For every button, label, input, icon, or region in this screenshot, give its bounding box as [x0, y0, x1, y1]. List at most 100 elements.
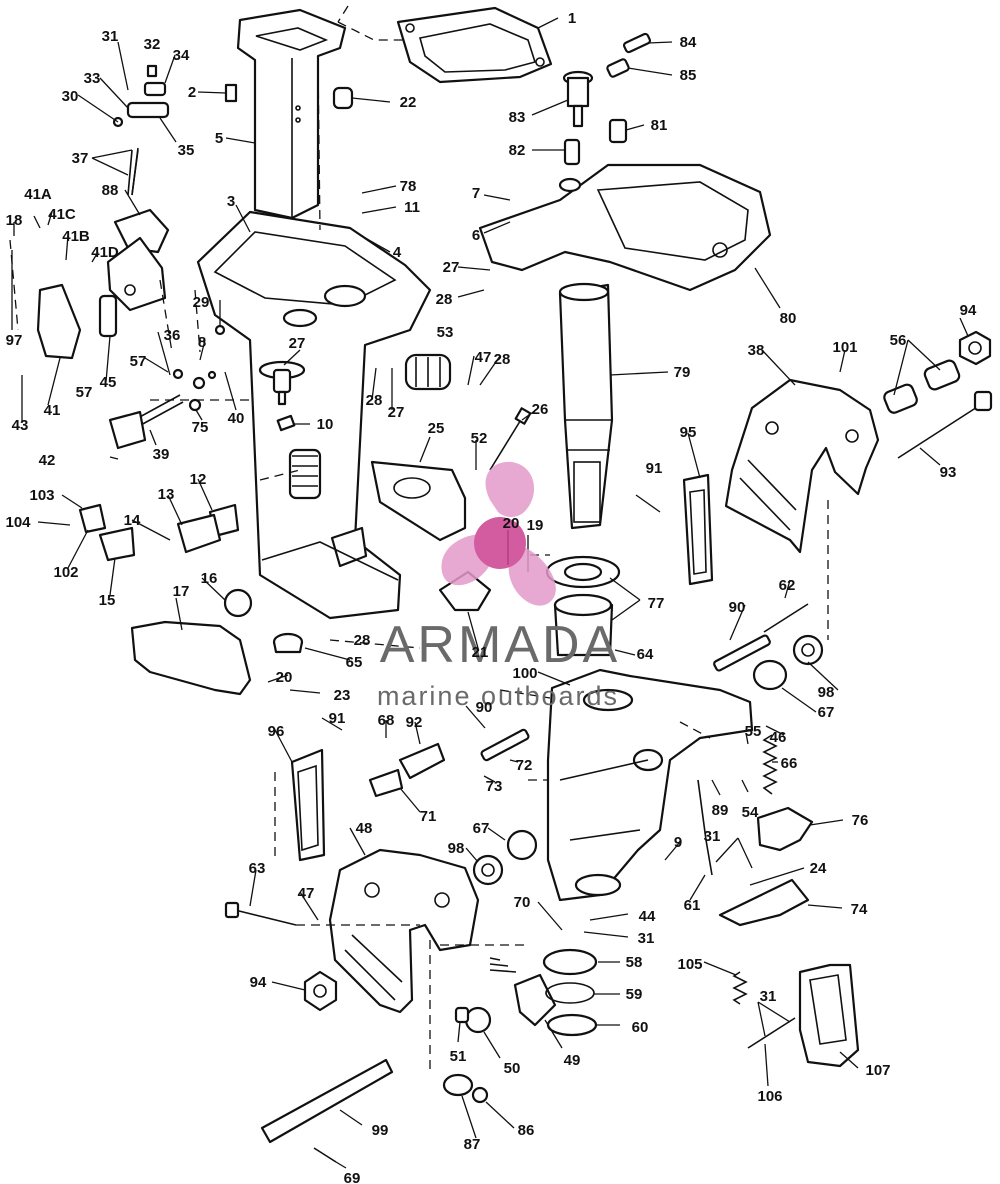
callout-label: 68 [378, 712, 395, 729]
callout-label: 56 [890, 332, 907, 349]
part-stern-bracket-right [724, 378, 880, 554]
callout-label: 33 [84, 70, 101, 87]
part-gasket [396, 6, 553, 84]
callout-label: 41B [62, 228, 90, 245]
callout-label: 103 [29, 487, 54, 504]
callout-label: 77 [648, 595, 665, 612]
part-link-76 [756, 806, 814, 852]
part-plates-12-13 [176, 503, 240, 554]
callout-label: 65 [346, 654, 363, 671]
callout-label: 84 [680, 34, 697, 51]
part-column [558, 282, 614, 530]
callout-label: 59 [626, 986, 643, 1003]
part-exhaust-tube [236, 8, 347, 220]
callout-label: 82 [509, 142, 526, 159]
callout-label: 71 [420, 808, 437, 825]
part-bar-99 [260, 1058, 394, 1144]
callout-label: 104 [5, 514, 31, 531]
callout-label: 6 [472, 227, 480, 244]
part-main-housing [196, 210, 432, 620]
callout-label: 19 [527, 517, 544, 534]
part-plug-65 [272, 632, 304, 654]
callout-label: 60 [632, 1019, 649, 1036]
part-lever-88 [113, 208, 170, 254]
callout-label: 47 [298, 885, 315, 902]
callout-label: 94 [250, 974, 267, 991]
part-swivel-bracket-lower [546, 668, 754, 902]
callout-label: 74 [851, 901, 868, 918]
callout-label: 50 [504, 1060, 521, 1077]
callout-label: 63 [249, 860, 266, 877]
part-pins [480, 603, 809, 762]
callout-label: 94 [960, 302, 977, 319]
callout-label: 69 [344, 1170, 361, 1184]
part-pin-106 [747, 1017, 796, 1049]
callout-label: 28 [366, 392, 383, 409]
callout-label: 4 [393, 244, 402, 261]
part-brackets-103-15 [78, 503, 136, 562]
part-small-hardware [112, 64, 170, 196]
callout-label: 106 [757, 1088, 782, 1105]
callout-label: 30 [62, 88, 79, 105]
callout-label: 52 [471, 430, 488, 447]
callout-label: 23 [334, 687, 351, 704]
callout-label: 17 [173, 583, 190, 600]
callout-label: 96 [268, 723, 285, 740]
callout-label: 72 [516, 757, 533, 774]
callout-label: 1 [568, 10, 576, 27]
assembly-lines [9, 5, 829, 1070]
callout-label: 100 [512, 665, 537, 682]
callout-label: 85 [680, 67, 697, 84]
callout-label: 102 [53, 564, 78, 581]
callout-label: 89 [712, 802, 729, 819]
part-nut-94 [303, 970, 338, 1012]
callout-label: 8 [198, 334, 206, 351]
callout-label: 32 [144, 36, 161, 53]
part-rod [897, 390, 993, 459]
part-panel-17 [130, 620, 252, 696]
part-handle-41 [36, 283, 82, 360]
callout-label: 10 [317, 416, 334, 433]
part-knob-16 [223, 588, 253, 618]
callout-label: 31 [704, 828, 721, 845]
part-pin-37 [131, 147, 139, 196]
watermark-brand: ARMADA [380, 616, 620, 674]
callout-label: 28 [354, 632, 371, 649]
callout-label: 91 [329, 710, 346, 727]
part-top-hardware [563, 32, 652, 166]
logo-petal-right [508, 548, 556, 606]
callout-label: 75 [192, 419, 209, 436]
part-spring-66 [762, 734, 778, 795]
callout-label: 20 [503, 515, 520, 532]
part-screw-69 [313, 1147, 337, 1163]
callout-label: 9 [674, 834, 682, 851]
part-spring-105 [732, 971, 748, 1005]
callout-label: 57 [76, 384, 93, 401]
watermark-tagline: marine outboards [377, 681, 619, 711]
callout-label: 21 [472, 644, 489, 661]
part-lever-plate [106, 236, 167, 312]
callout-label: 25 [428, 420, 445, 437]
callout-label: 15 [99, 592, 116, 609]
callout-label: 101 [832, 339, 857, 356]
callout-label: 34 [173, 47, 190, 64]
watermark-logo [441, 461, 556, 606]
callout-label: 90 [476, 699, 493, 716]
part-swivel-bracket-top [478, 163, 772, 292]
callout-label: 31 [638, 930, 655, 947]
callout-label: 44 [639, 908, 656, 925]
callout-label: 66 [781, 755, 798, 772]
callout-label: 76 [852, 812, 869, 829]
callout-label: 3 [227, 193, 235, 210]
callout-label: 36 [164, 327, 181, 344]
callout-label: 81 [651, 117, 668, 134]
callout-label: 39 [153, 446, 170, 463]
part-bushings-right [472, 634, 824, 886]
callout-label: 98 [818, 684, 835, 701]
part-small-lower [442, 1006, 492, 1104]
callout-label: 67 [818, 704, 835, 721]
part-bolt [276, 414, 296, 432]
part-bracket-107 [798, 963, 860, 1068]
